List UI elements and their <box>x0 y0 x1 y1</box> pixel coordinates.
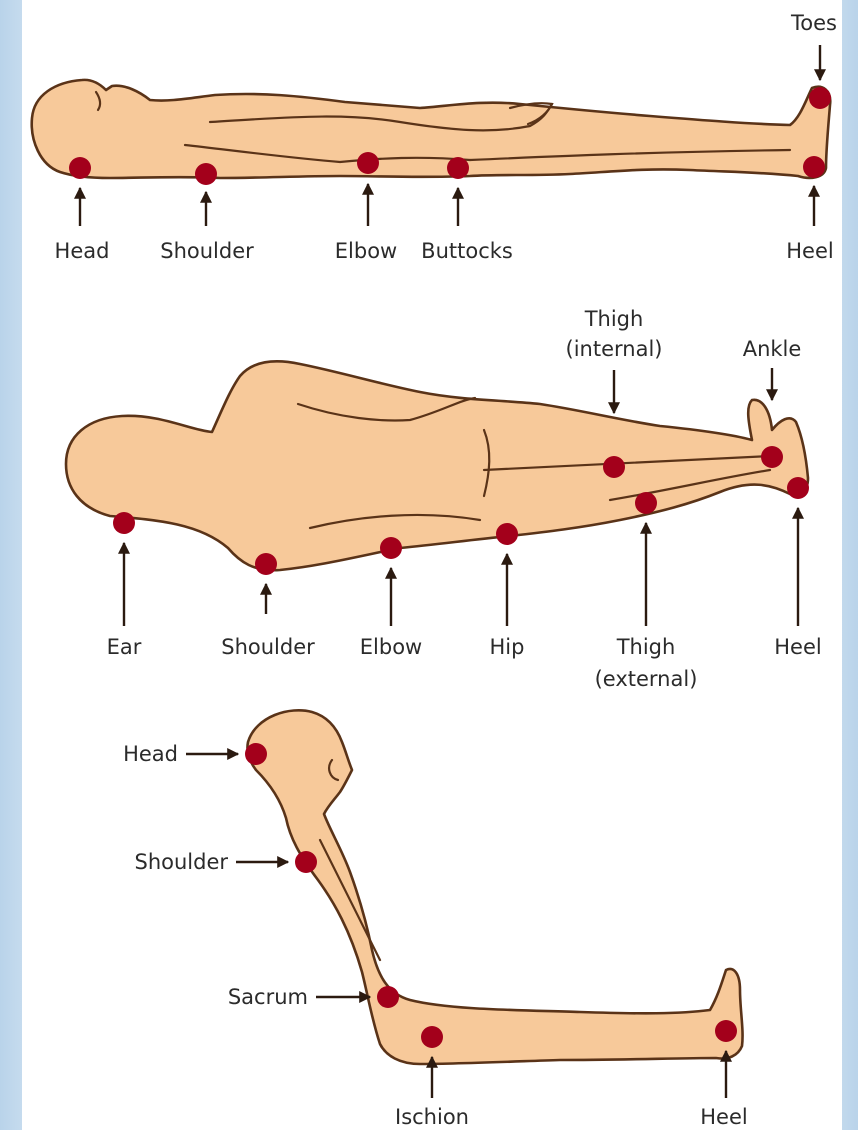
supine-body-outline <box>32 80 831 178</box>
lateral-thigh-internal-point <box>603 456 625 478</box>
lateral-heel-point <box>787 477 809 499</box>
supine-buttocks-point <box>447 157 469 179</box>
supine-label-elbow: Elbow <box>335 239 397 263</box>
lateral-ankle-point <box>761 446 783 468</box>
lateral-ear-point <box>113 512 135 534</box>
sitting-label-sacrum: Sacrum <box>228 985 308 1009</box>
sitting-labels: Head Shoulder Sacrum Ischion Heel <box>123 742 748 1129</box>
lateral-label-thigh-internal-2: (internal) <box>566 337 663 361</box>
lateral-thigh-external-point <box>635 492 657 514</box>
sitting-body-outline <box>247 710 742 1064</box>
lateral-hip-point <box>496 523 518 545</box>
supine-label-toes: Toes <box>790 11 837 35</box>
lateral-label-thigh-external-2: (external) <box>595 667 698 691</box>
supine-label-head: Head <box>55 239 110 263</box>
lateral-label-hip: Hip <box>490 635 525 659</box>
lateral-figure <box>66 361 808 570</box>
lateral-label-shoulder: Shoulder <box>221 635 315 659</box>
lateral-body-outline <box>66 361 808 570</box>
supine-label-shoulder: Shoulder <box>160 239 254 263</box>
supine-shoulder-point <box>195 163 217 185</box>
supine-figure <box>32 80 831 178</box>
sitting-ischion-point <box>421 1026 443 1048</box>
lateral-label-thigh-external-1: Thigh <box>616 635 676 659</box>
sitting-label-shoulder: Shoulder <box>134 850 228 874</box>
sitting-shoulder-point <box>295 851 317 873</box>
sitting-label-heel: Heel <box>700 1105 747 1129</box>
lateral-shoulder-point <box>255 553 277 575</box>
supine-elbow-point <box>357 152 379 174</box>
lateral-label-heel: Heel <box>774 635 821 659</box>
sitting-figure <box>247 710 742 1064</box>
lateral-label-elbow: Elbow <box>360 635 422 659</box>
sitting-label-ischion: Ischion <box>395 1105 469 1129</box>
supine-heel-point <box>803 156 825 178</box>
sitting-head-point <box>245 743 267 765</box>
supine-label-buttocks: Buttocks <box>421 239 513 263</box>
lateral-label-ankle: Ankle <box>743 337 802 361</box>
lateral-label-thigh-internal-1: Thigh <box>584 307 644 331</box>
sitting-sacrum-point <box>377 986 399 1008</box>
sitting-heel-point <box>715 1020 737 1042</box>
supine-head-point <box>69 157 91 179</box>
supine-toes-point <box>809 87 831 109</box>
supine-label-heel: Heel <box>786 239 833 263</box>
sitting-arm-line <box>320 840 380 960</box>
lateral-elbow-point <box>380 537 402 559</box>
lateral-label-ear: Ear <box>107 635 142 659</box>
sitting-label-head: Head <box>123 742 178 766</box>
